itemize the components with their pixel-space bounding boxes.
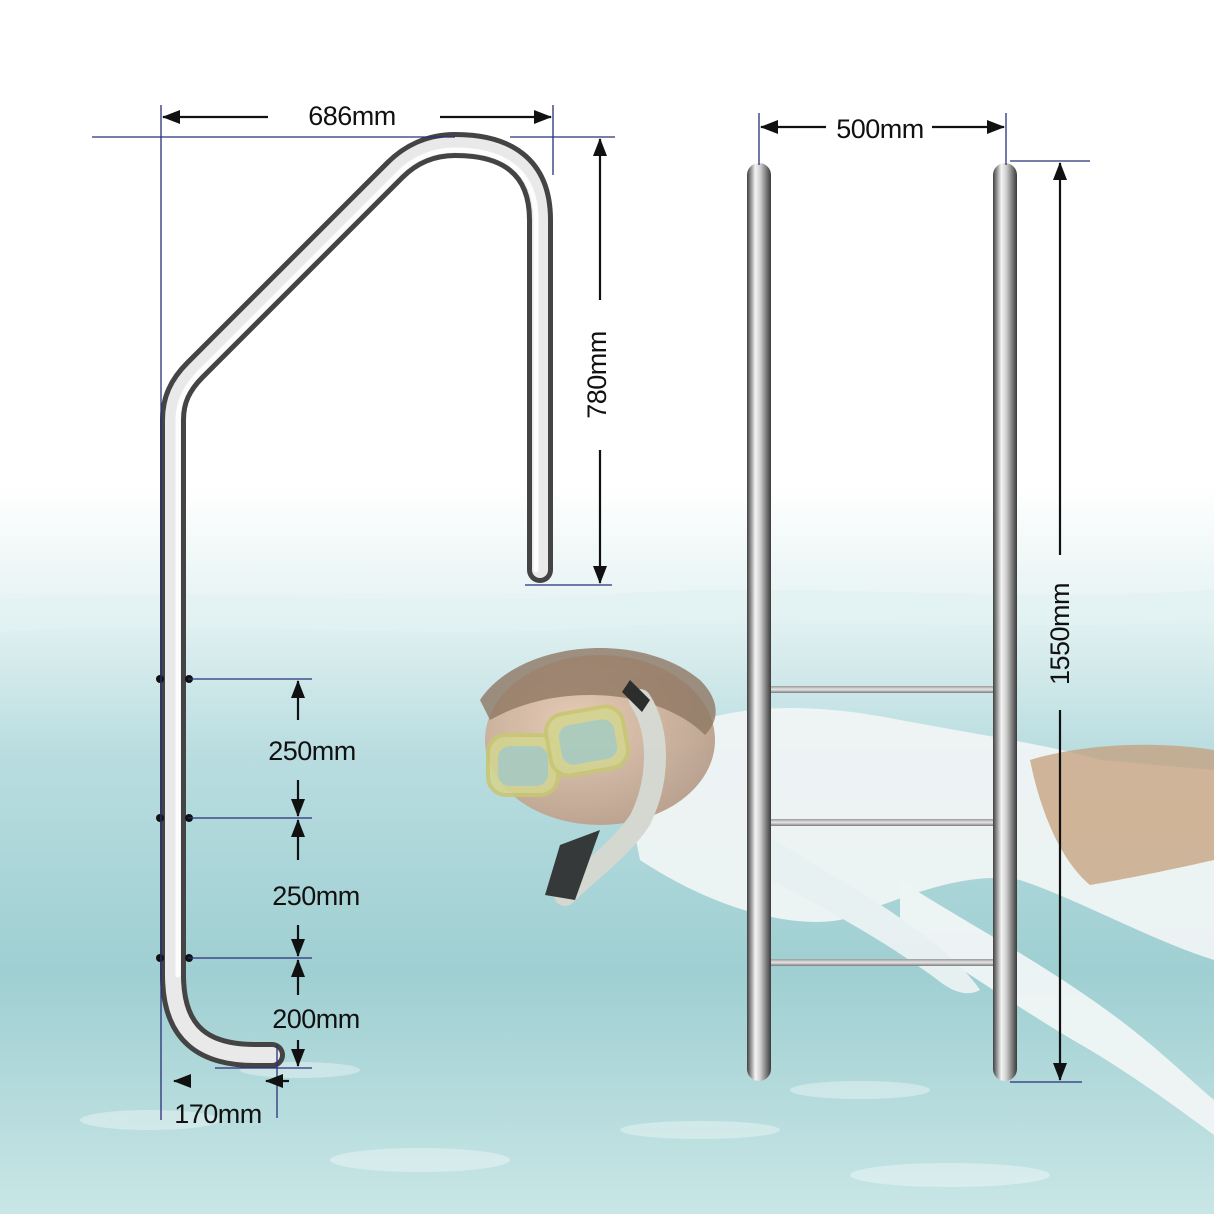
ladder-left-rail <box>747 163 771 1081</box>
label-handrail-top-height: 780mm <box>582 331 612 419</box>
label-step-spacing-3: 200mm <box>272 1004 360 1034</box>
ladder-drawing <box>747 163 1017 1081</box>
label-ladder-height: 1550mm <box>1045 583 1075 685</box>
label-step-spacing-2: 250mm <box>272 881 360 911</box>
ladder-rungs <box>770 686 994 966</box>
anchor-studs <box>156 675 193 962</box>
label-handrail-width: 686mm <box>308 101 396 131</box>
handrail-dimensions <box>92 105 615 1120</box>
ladder-dimensions <box>758 113 1090 1083</box>
label-foot-length: 170mm <box>174 1099 262 1129</box>
snorkeler-figure <box>480 647 1214 1135</box>
handrail-drawing <box>156 131 553 1068</box>
label-ladder-width: 500mm <box>836 114 924 144</box>
ladder-arrows <box>760 120 1067 1081</box>
handrail-arrows <box>162 110 607 1088</box>
ladder-right-rail <box>993 163 1017 1081</box>
label-step-spacing-1: 250mm <box>268 736 356 766</box>
